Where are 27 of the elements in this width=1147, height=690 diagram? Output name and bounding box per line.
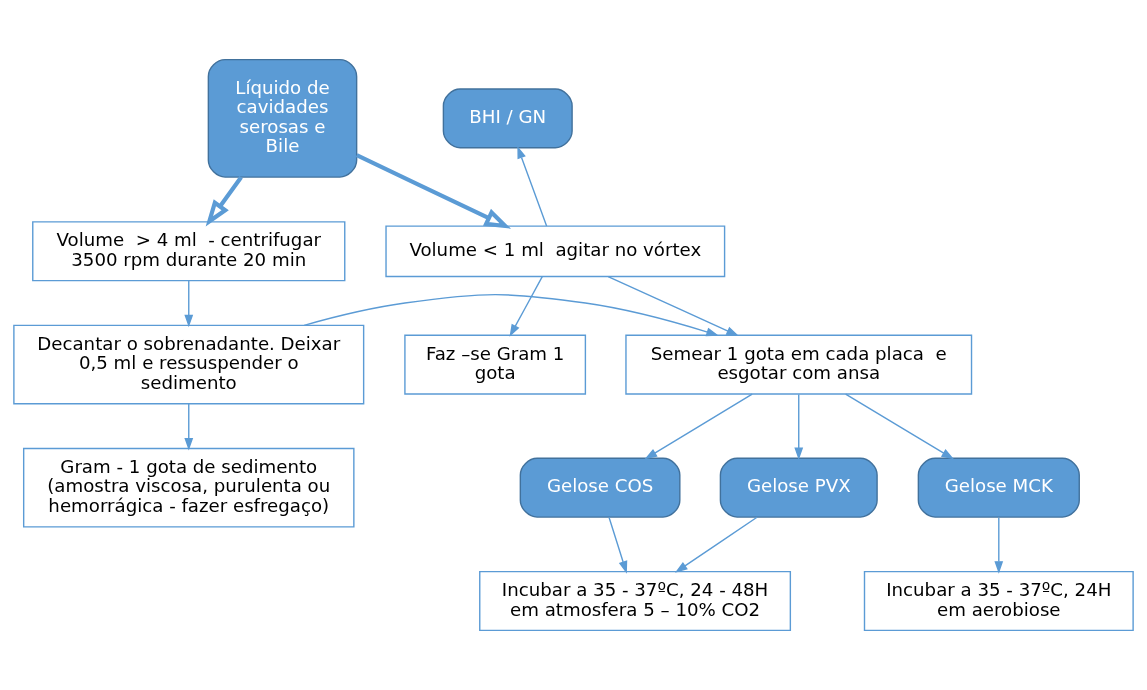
arrow — [794, 393, 804, 461]
node-box: Semear 1 gota em cada placa e esgotar com ansa — [625, 334, 973, 395]
node-box: Volume > 4 ml - centrifugar 3500 rpm durante 20 min — [32, 221, 346, 282]
arrow — [509, 275, 543, 337]
arrow — [844, 393, 954, 460]
node-box: Gelose COS — [519, 457, 681, 518]
arrow — [205, 175, 243, 227]
arrow — [184, 403, 194, 451]
arrow — [644, 393, 753, 460]
arrow — [303, 293, 719, 337]
arrow — [355, 153, 511, 229]
node-box: BHI / GN — [442, 88, 573, 149]
arrow — [607, 275, 739, 337]
arrow — [674, 516, 758, 573]
node-box: Incubar a 35 - 37ºC, 24 - 48H em atmosfera 5 – 10% CO2 — [479, 570, 792, 632]
node-box: Decantar o sobrenadante. Deixar 0,5 ml e ressuspender o sedimento — [13, 324, 365, 405]
arrow — [184, 280, 194, 328]
node-box: Faz –se Gram 1 gota — [404, 334, 587, 395]
node-box: Incubar a 35 - 37ºC, 24H em aerobiose — [863, 570, 1134, 632]
node-box: Líquido de cavidades serosas e Bile — [207, 58, 358, 178]
node-box: Gelose PVX — [719, 457, 878, 518]
arrow — [517, 146, 548, 227]
node-box: Gelose MCK — [917, 457, 1080, 518]
arrow — [994, 516, 1004, 574]
arrow — [608, 516, 628, 574]
node-box: Volume < 1 ml agitar no vórtex — [385, 225, 726, 278]
node-box: Gram - 1 gota de sedimento (amostra viscosa, purulenta ou hemorrágica - fazer esfregaço) — [23, 447, 355, 528]
